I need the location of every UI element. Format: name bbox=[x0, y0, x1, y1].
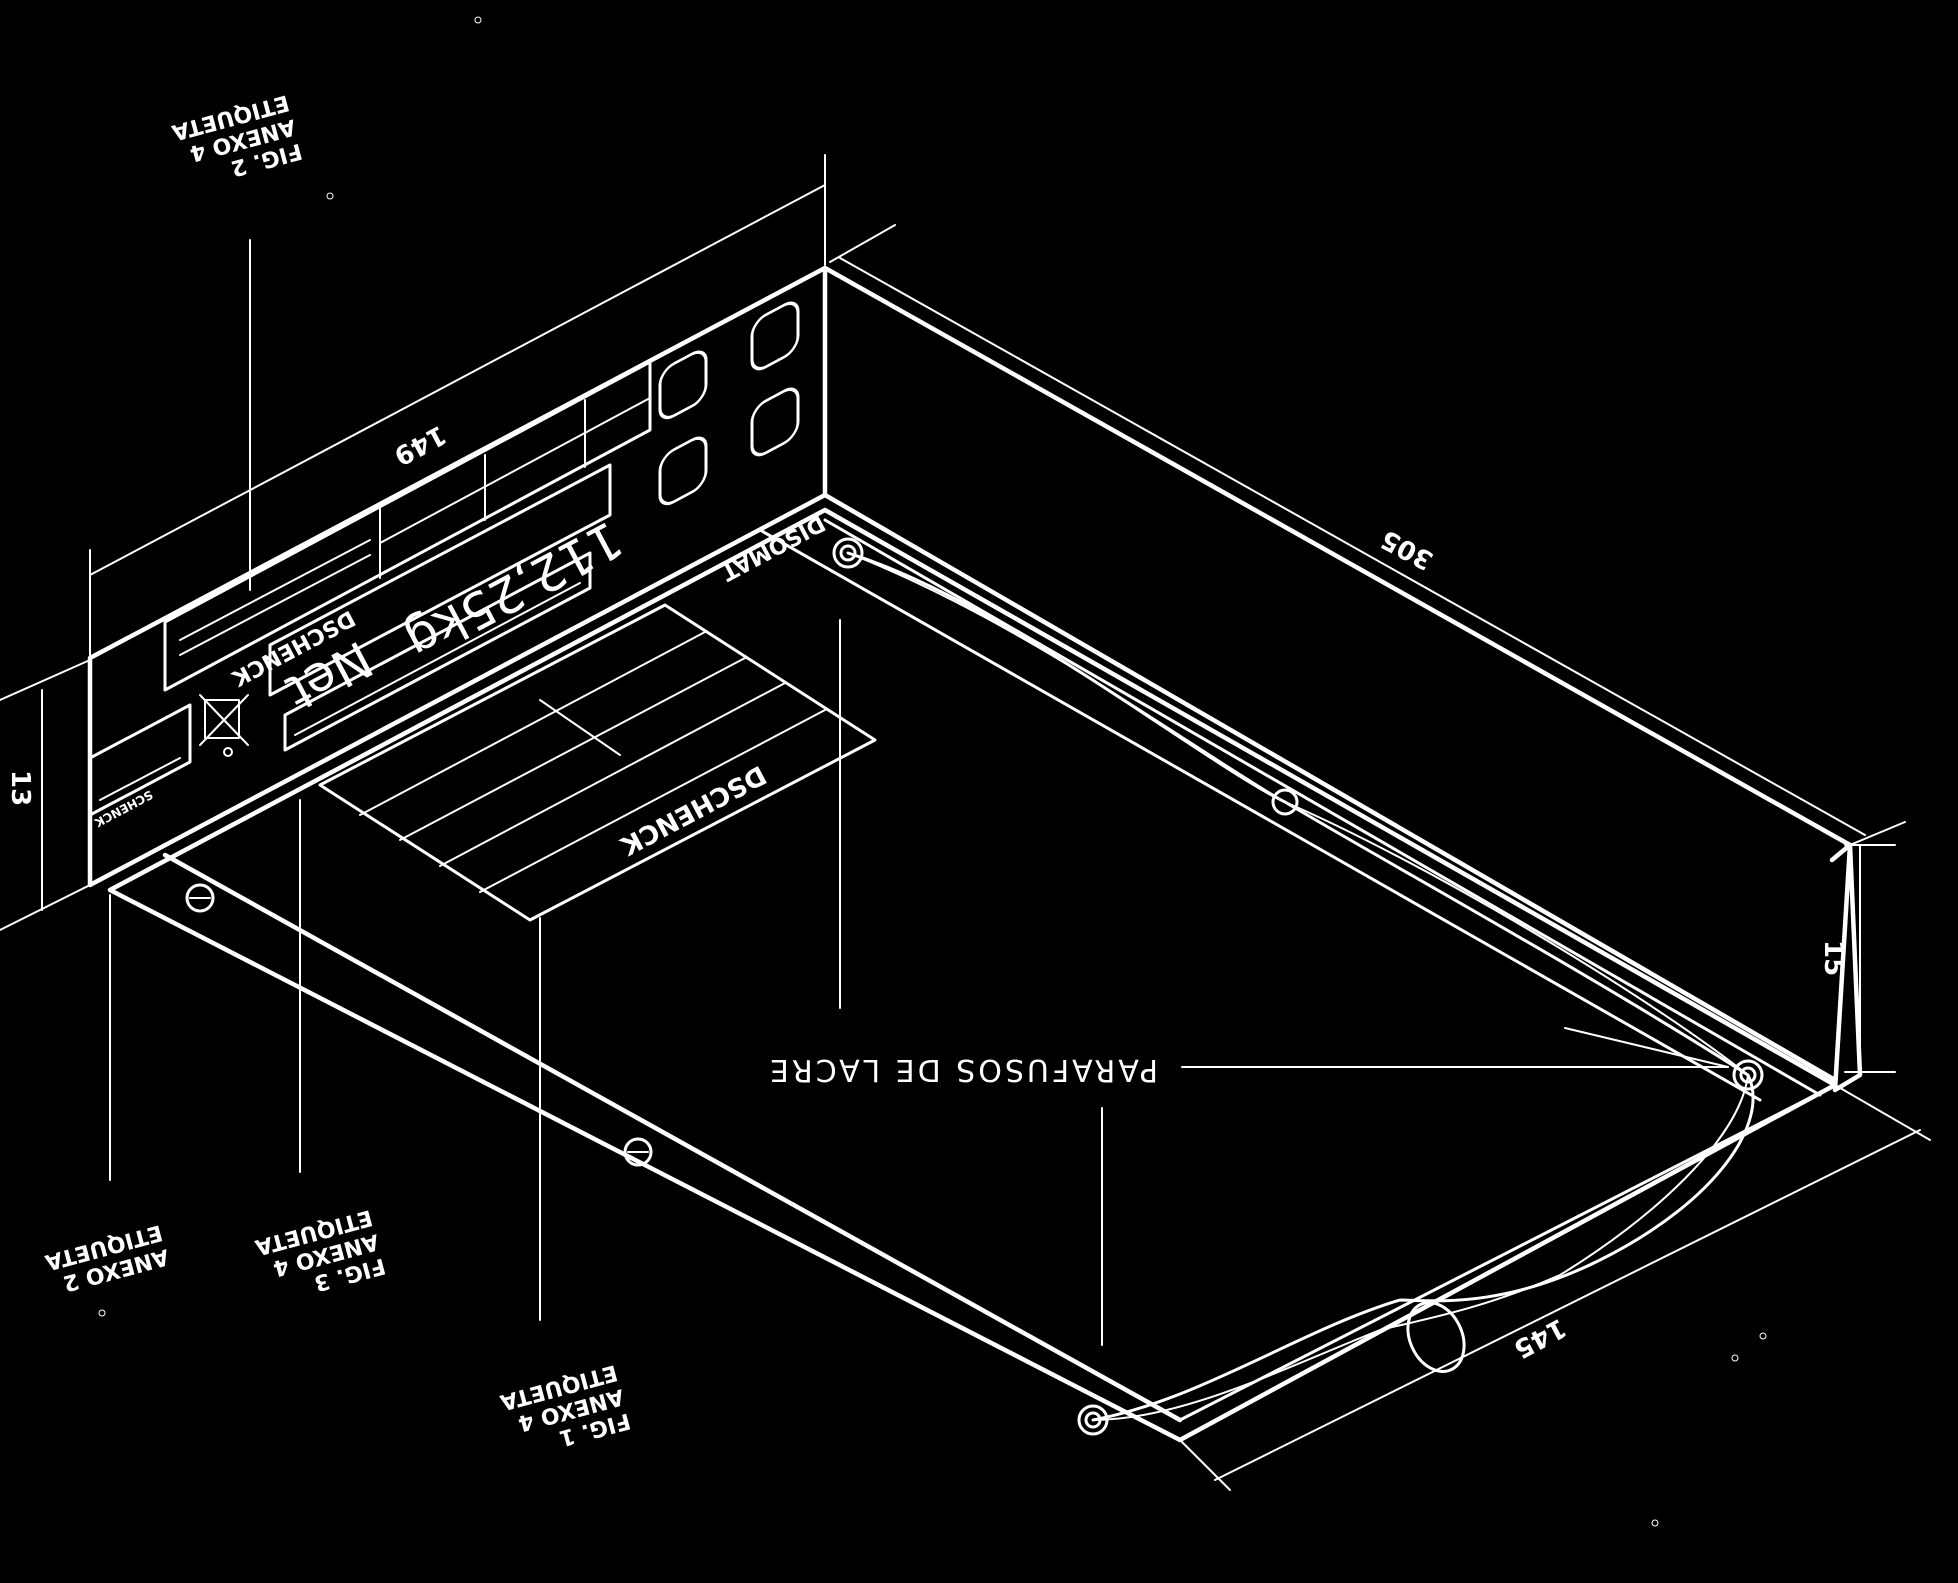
key-button-icon bbox=[750, 301, 800, 371]
dim-height-15: 15 bbox=[1818, 940, 1848, 976]
screw-hole-icon bbox=[1732, 1059, 1764, 1091]
right-end-top bbox=[1829, 842, 1853, 863]
key-button-icon bbox=[658, 350, 708, 420]
screw-hole-icon bbox=[1271, 788, 1299, 816]
top-face-edge bbox=[822, 265, 1853, 848]
speck bbox=[1651, 1519, 1659, 1527]
front-panel-contents bbox=[88, 301, 800, 817]
box-lower-edge bbox=[822, 492, 1838, 1083]
lead-seal-icon bbox=[1406, 1301, 1466, 1373]
screw-hole-icon bbox=[832, 537, 864, 569]
screw-hole-icon bbox=[839, 544, 857, 562]
label-etiqueta-fig3: FIG. 3 ANEXO 4 ETIQUETA bbox=[252, 1204, 387, 1295]
box-body bbox=[87, 265, 1863, 1102]
bottom-label-outline bbox=[318, 603, 877, 922]
bottom-plate bbox=[107, 507, 1838, 1443]
seal-wire-strand bbox=[847, 552, 1749, 1421]
type-plate bbox=[283, 551, 592, 752]
bottom-plate-near-edge bbox=[162, 852, 1183, 1423]
key-button-icon bbox=[658, 436, 708, 506]
speck bbox=[326, 192, 334, 200]
drawing-text: 149 305 13 15 145 PARAFUSOS DE LACRE FIG… bbox=[5, 89, 1848, 1450]
strip-divider bbox=[379, 397, 651, 544]
screw-holes bbox=[185, 537, 1764, 1436]
keypad bbox=[658, 301, 800, 506]
leader-lines bbox=[109, 239, 1729, 1346]
label-etiqueta-anexo2: ANEXO 2 ETIQUETA bbox=[42, 1219, 171, 1295]
weee-bin-icon bbox=[199, 694, 249, 757]
dim-length-305: 305 bbox=[1376, 523, 1438, 575]
bottom-plate-brand: DSCHENCK bbox=[615, 759, 771, 861]
display-window bbox=[268, 463, 612, 697]
left-label bbox=[88, 703, 192, 817]
right-end-face bbox=[1832, 842, 1863, 1093]
dim-width-149: 149 bbox=[389, 419, 451, 471]
dim-height-13: 13 bbox=[5, 770, 35, 806]
bottom-label-plate bbox=[318, 603, 877, 922]
speck bbox=[1759, 1332, 1767, 1340]
dimension-lines bbox=[0, 154, 1931, 1491]
display-weight-readout: 112,25kg bbox=[396, 509, 631, 671]
label-etiqueta-fig1: FIG. 1 ANEXO 4 ETIQUETA bbox=[497, 1359, 632, 1450]
screw-hole-icon bbox=[185, 883, 215, 913]
rail-line bbox=[758, 528, 1762, 1102]
bottom-plate-edge-2 bbox=[1178, 1083, 1837, 1422]
speck bbox=[98, 1309, 106, 1317]
plate-text-lines bbox=[99, 539, 581, 801]
speck bbox=[1731, 1354, 1739, 1362]
top-label-strip bbox=[163, 360, 652, 692]
seal-screws-label: PARAFUSOS DE LACRE bbox=[767, 1052, 1158, 1087]
screw-hole-icon bbox=[1739, 1066, 1757, 1084]
speck bbox=[474, 16, 482, 24]
label-etiqueta-fig2: FIG. 2 ANEXO 4 ETIQUETA bbox=[169, 89, 304, 180]
key-button-icon bbox=[750, 387, 800, 457]
box-lower-edge-inner bbox=[823, 518, 1822, 1097]
screw-hole-icon bbox=[623, 1137, 653, 1167]
seal-wire bbox=[846, 551, 1755, 1422]
